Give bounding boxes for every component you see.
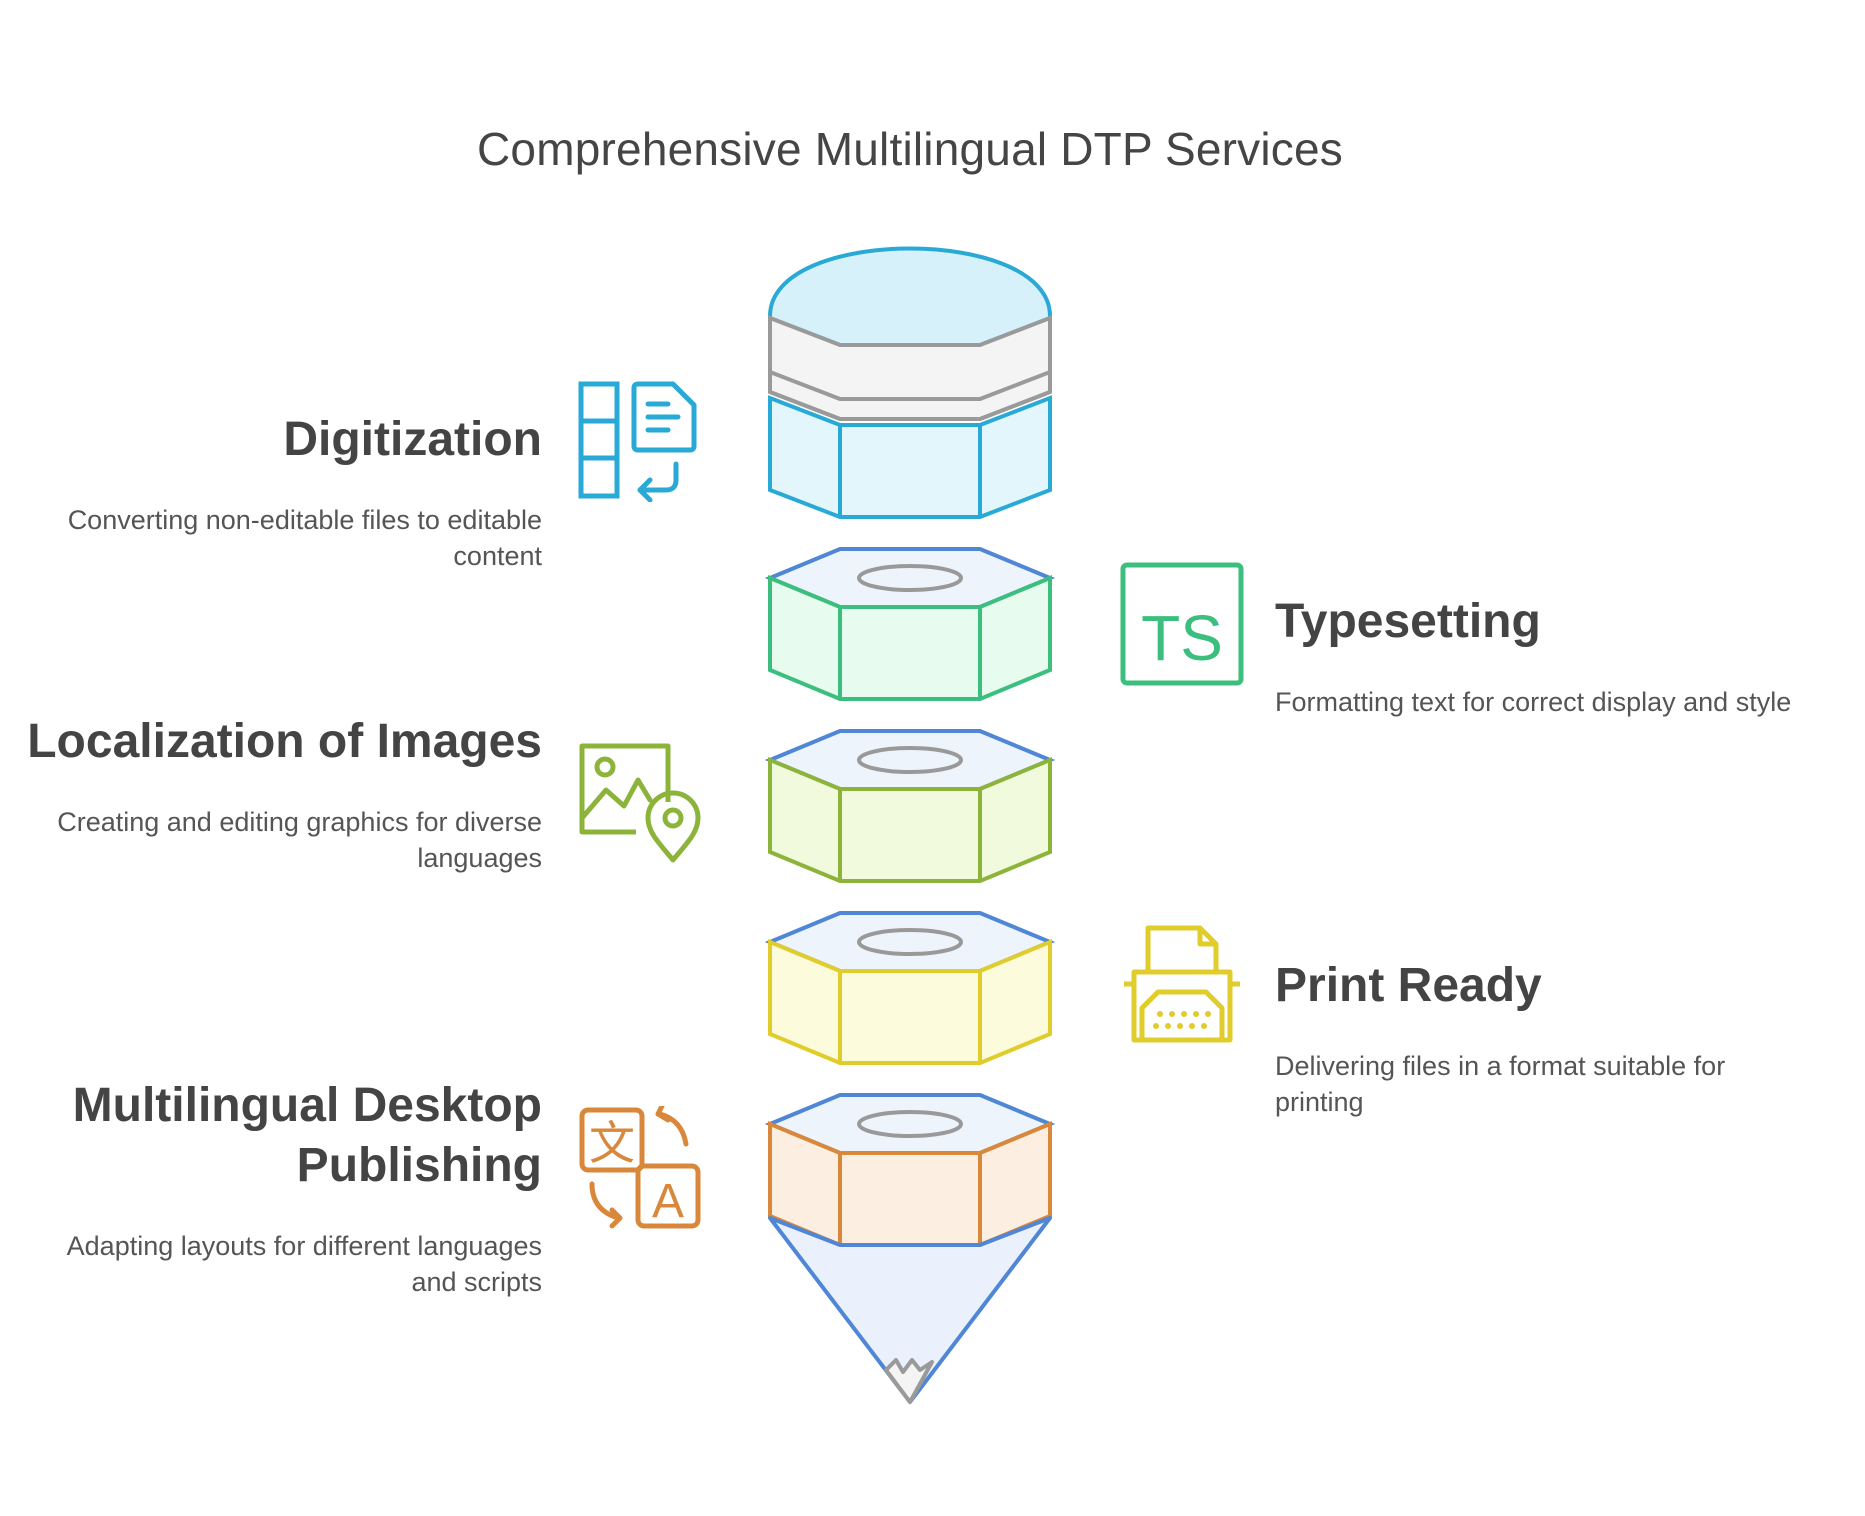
translate-icon: 文 A bbox=[579, 1106, 701, 1229]
item-description: Formatting text for correct display and … bbox=[1275, 687, 1792, 717]
translate-source-glyph: 文 bbox=[589, 1116, 635, 1170]
item-print-ready: Print Ready Delivering files in a format… bbox=[1275, 956, 1815, 1120]
item-description: Adapting layouts for different languages… bbox=[66, 1231, 542, 1297]
item-heading: Digitization bbox=[283, 413, 542, 466]
translate-target-glyph: A bbox=[652, 1175, 684, 1228]
item-typesetting: Typesetting Formatting text for correct … bbox=[1275, 592, 1815, 720]
ts-icon-text: TS bbox=[1141, 602, 1223, 674]
item-localization-of-images: Localization of Images Creating and edit… bbox=[22, 712, 542, 876]
stack-segment-typesetting bbox=[764, 547, 1056, 701]
item-description: Delivering files in a format suitable fo… bbox=[1275, 1051, 1726, 1117]
stack-segment-desktop-publishing bbox=[764, 1093, 1056, 1247]
typewriter-icon bbox=[1124, 925, 1240, 1043]
stack-segment-print-ready bbox=[764, 911, 1056, 1065]
item-heading: Typesetting bbox=[1275, 595, 1541, 648]
ts-typescript-icon: TS bbox=[1120, 562, 1244, 686]
document-convert-icon bbox=[578, 381, 697, 502]
item-heading: Print Ready bbox=[1275, 959, 1542, 1012]
item-description: Converting non-editable files to editabl… bbox=[67, 505, 542, 571]
item-digitization: Digitization Converting non-editable fil… bbox=[22, 410, 542, 574]
stack-segment-localization bbox=[764, 729, 1056, 883]
item-heading: Multilingual Desktop Publishing bbox=[72, 1079, 542, 1192]
page-title: Comprehensive Multilingual DTP Services bbox=[477, 123, 1343, 175]
pencil-tip bbox=[768, 1216, 1052, 1404]
item-description: Creating and editing graphics for divers… bbox=[57, 807, 542, 873]
image-location-icon bbox=[579, 743, 701, 863]
item-heading: Localization of Images bbox=[27, 715, 542, 768]
item-multilingual-desktop-publishing: Multilingual Desktop Publishing Adapting… bbox=[22, 1076, 542, 1300]
stack-segment-digitization bbox=[768, 246, 1052, 519]
